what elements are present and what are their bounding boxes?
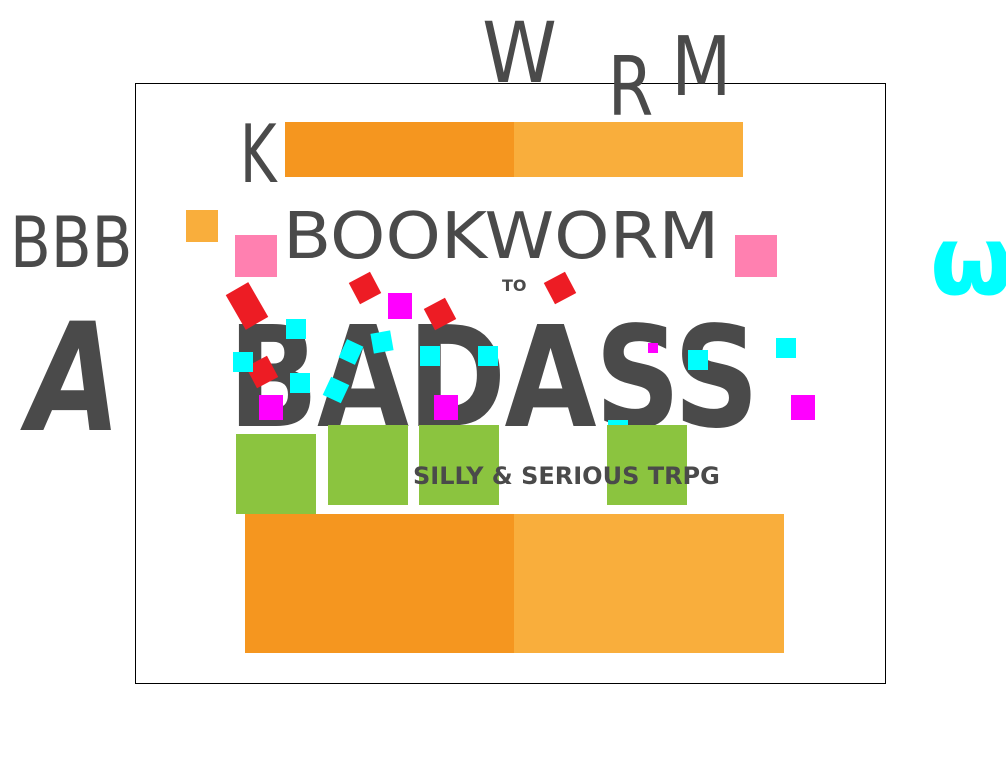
magenta-square (434, 395, 458, 420)
glyph-a: A (28, 292, 121, 466)
magenta-square (259, 395, 283, 420)
cyan-square (290, 373, 310, 393)
green-square (328, 425, 408, 505)
artboard-frame (135, 83, 886, 684)
magenta-square (388, 293, 412, 319)
orange-bar-top-left (285, 122, 514, 177)
green-square (236, 434, 316, 514)
logo-to: TO (502, 276, 527, 295)
cyan-square (688, 350, 708, 370)
glyph-m: M (671, 20, 732, 115)
green-square (607, 425, 687, 505)
pink-square-left (235, 235, 277, 277)
magenta-square (791, 395, 815, 420)
magenta-square (648, 343, 658, 353)
cyan-square (608, 420, 628, 428)
cyan-square (370, 330, 394, 354)
logo-tagline: SILLY & SERIOUS TRPG (413, 462, 720, 490)
orange-bar-bottom-left (245, 514, 514, 653)
glyph-k: K (239, 108, 277, 201)
cyan-square (233, 352, 253, 372)
glyph-bbb: BBB (10, 202, 133, 284)
cyan-square (286, 319, 306, 339)
orange-bar-top-right (514, 122, 743, 177)
green-square (419, 425, 499, 505)
logo-bookworm: BOOKWORM (283, 200, 720, 274)
glyph-w: W (482, 4, 557, 102)
pink-square-right (735, 235, 777, 277)
cyan-square (420, 346, 440, 366)
orange-small-square (186, 210, 218, 242)
cyan-w-glyph: ω (930, 205, 1006, 317)
glyph-r: R (607, 40, 654, 135)
orange-bar-bottom-right (514, 514, 784, 653)
cyan-square (776, 338, 796, 358)
cyan-square (478, 346, 498, 366)
